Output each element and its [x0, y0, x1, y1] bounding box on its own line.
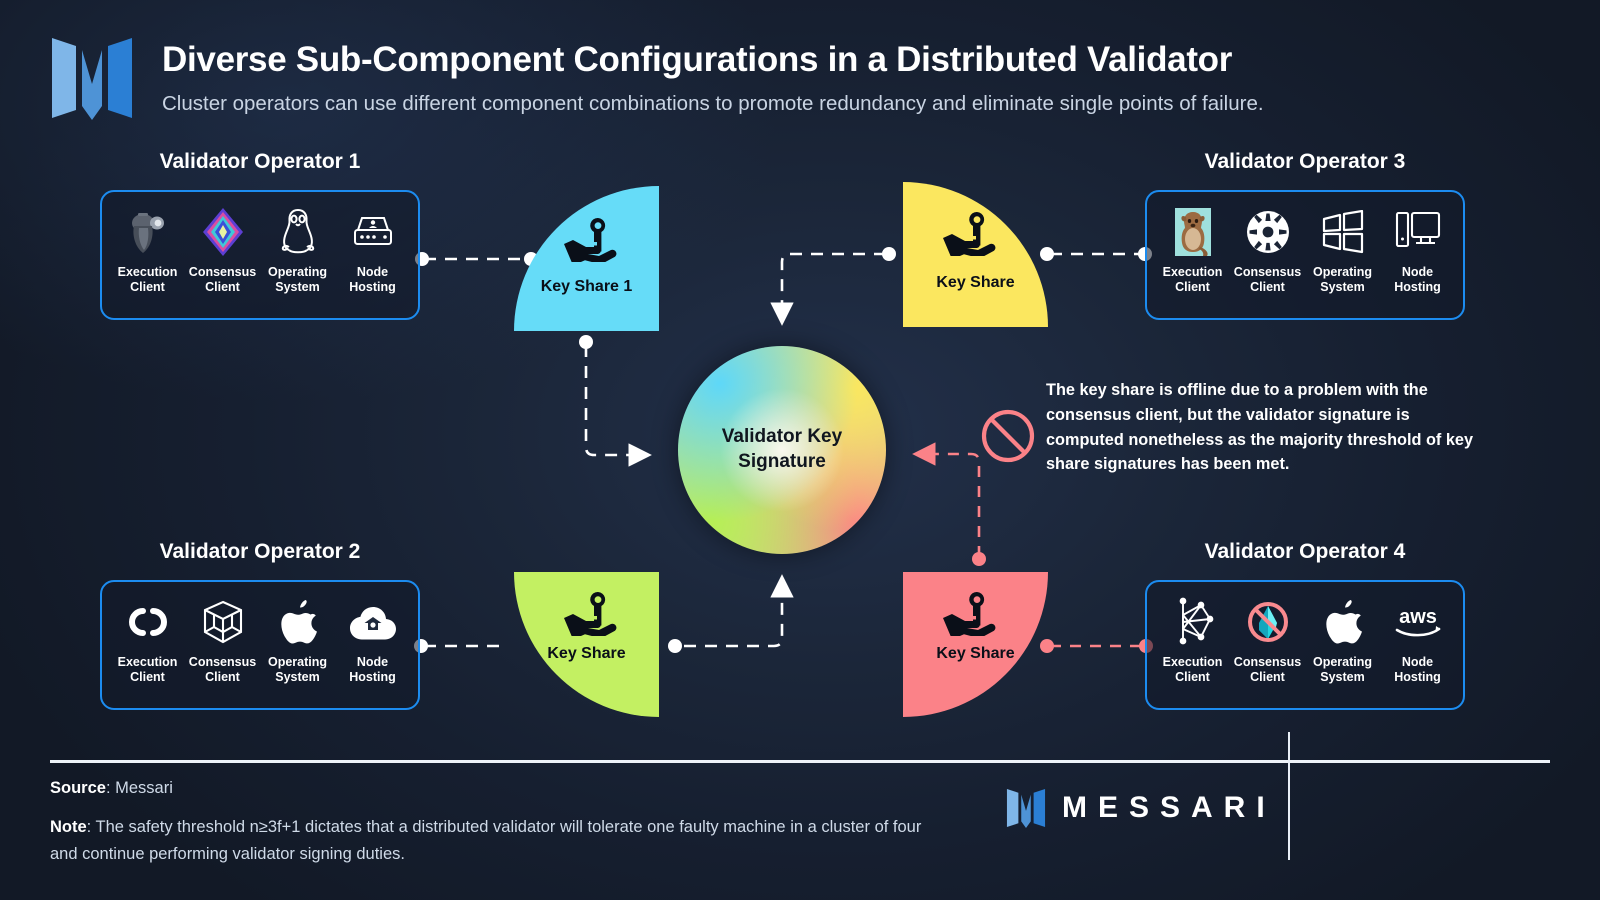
nethermind-execution-client-icon — [123, 596, 173, 648]
prysm-consensus-client-icon — [201, 206, 245, 258]
component-label: Operating System — [267, 265, 328, 294]
besu-execution-client-icon — [1170, 596, 1216, 648]
hand-holding-key-icon — [943, 591, 996, 636]
sphere-label-line2: Signature — [738, 451, 826, 472]
geth-execution-client-icon — [127, 206, 169, 258]
validator-key-signature-sphere: Validator Key Signature — [678, 346, 886, 554]
component-label: Node Hosting — [349, 655, 396, 684]
component-label: Consensus Client — [188, 655, 257, 684]
source-line: Source: Messari — [50, 779, 173, 798]
component-node-hosting[interactable]: aws Node Hosting — [1381, 596, 1455, 685]
component-label: Execution Client — [117, 265, 178, 294]
component-label: Consensus Client — [1233, 265, 1302, 294]
operator-3-title: Validator Operator 3 — [1204, 150, 1406, 173]
messari-logo-icon — [1006, 788, 1046, 828]
key-share-2-label: Key Share — [936, 274, 1015, 291]
component-node-hosting[interactable]: Node Hosting — [336, 596, 410, 685]
google-cloud-icon — [347, 596, 399, 648]
linux-penguin-icon — [277, 206, 319, 258]
desktop-computer-icon — [1394, 206, 1442, 258]
footer-divider — [50, 760, 1550, 763]
component-operating-system[interactable]: Operating System — [1306, 596, 1380, 685]
operator-2-title: Validator Operator 2 — [159, 540, 361, 563]
component-operating-system[interactable]: Operating System — [261, 206, 335, 295]
component-label: Consensus Client — [1233, 655, 1302, 684]
component-node-hosting[interactable]: Node Hosting — [336, 206, 410, 295]
component-label: Operating System — [1312, 655, 1373, 684]
component-label: Execution Client — [1162, 265, 1223, 294]
connector-share2-sphere — [770, 252, 886, 326]
component-operating-system[interactable]: Operating System — [261, 596, 335, 685]
footer-brand: MESSARI — [1006, 786, 1276, 830]
prohibition-no-entry-icon — [981, 409, 1035, 463]
server-rack-icon — [349, 206, 397, 258]
teku-consensus-client-disabled-icon — [1243, 596, 1293, 648]
connector-node — [579, 335, 593, 349]
component-label: Node Hosting — [1394, 655, 1441, 684]
svg-text:aws: aws — [1399, 606, 1437, 628]
sphere-label-line1: Validator Key — [721, 426, 843, 448]
component-execution-client[interactable]: Execution Client — [1156, 206, 1230, 295]
connector-share1-sphere — [584, 345, 652, 467]
key-share-1-label: Key Share 1 — [540, 278, 633, 295]
component-execution-client[interactable]: Execution Client — [111, 596, 185, 685]
operator-1-box[interactable]: Execution Client Consensus Client — [100, 190, 420, 320]
key-share-2[interactable]: Key Share — [903, 182, 1048, 327]
connector-node — [882, 247, 896, 261]
note-label: Note — [50, 818, 87, 836]
page-subtitle: Cluster operators can use different comp… — [162, 92, 1264, 115]
component-node-hosting[interactable]: Node Hosting — [1381, 206, 1455, 295]
note-value: : The safety threshold n≥3f+1 dictates t… — [50, 818, 922, 863]
nimbus-cube-consensus-client-icon — [200, 596, 246, 648]
windows-icon — [1319, 206, 1367, 258]
key-share-3[interactable]: Key Share — [514, 572, 659, 717]
footer-vertical-divider — [1288, 732, 1290, 860]
component-label: Consensus Client — [188, 265, 257, 294]
hand-holding-key-icon — [564, 217, 617, 262]
connector-node — [1040, 247, 1054, 261]
operator-2-box[interactable]: Execution Client Consensus Client — [100, 580, 420, 710]
operator-4-title: Validator Operator 4 — [1204, 540, 1406, 563]
key-share-1[interactable]: Key Share 1 — [514, 186, 659, 331]
lodestar-consensus-client-icon — [1245, 206, 1291, 258]
hand-holding-key-icon — [564, 591, 617, 636]
page-title: Diverse Sub-Component Configurations in … — [162, 40, 1233, 79]
component-label: Node Hosting — [1394, 265, 1441, 294]
note-line: Note: The safety threshold n≥3f+1 dictat… — [50, 814, 930, 867]
component-execution-client[interactable]: Execution Client — [111, 206, 185, 295]
header: Diverse Sub-Component Configurations in … — [50, 28, 1550, 140]
sphere-label: Validator Key Signature — [722, 425, 842, 474]
aws-icon: aws — [1390, 596, 1446, 648]
apple-macos-icon — [1322, 596, 1364, 648]
component-operating-system[interactable]: Operating System — [1306, 206, 1380, 295]
key-share-4[interactable]: Key Share — [903, 572, 1048, 717]
component-label: Execution Client — [1162, 655, 1223, 684]
operator-1-title: Validator Operator 1 — [159, 150, 361, 173]
erigon-otter-icon — [1173, 206, 1213, 258]
connector-share4-sphere-offline — [912, 442, 981, 557]
source-label: Source — [50, 779, 106, 797]
component-label: Operating System — [1312, 265, 1373, 294]
component-execution-client[interactable]: Execution Client — [1156, 596, 1230, 685]
offline-annotation-text: The key share is offline due to a proble… — [1046, 381, 1474, 474]
messari-logo-icon — [52, 38, 132, 120]
operator-3-box[interactable]: Execution Client — [1145, 190, 1465, 320]
component-consensus-client[interactable]: Consensus Client — [186, 596, 260, 685]
footer-brand-text: MESSARI — [1062, 791, 1276, 824]
connector-share3-sphere — [684, 574, 794, 648]
apple-macos-icon — [277, 596, 319, 648]
component-consensus-client[interactable]: Consensus Client — [1231, 596, 1305, 685]
component-consensus-client[interactable]: Consensus Client — [186, 206, 260, 295]
connector-node — [668, 639, 682, 653]
connector-node — [972, 552, 986, 566]
component-label: Operating System — [267, 655, 328, 684]
key-share-4-label: Key Share — [936, 645, 1015, 662]
component-label: Execution Client — [117, 655, 178, 684]
hand-holding-key-icon — [943, 211, 996, 256]
component-consensus-client[interactable]: Consensus Client — [1231, 206, 1305, 295]
key-share-3-label: Key Share — [547, 645, 626, 662]
component-label: Node Hosting — [349, 265, 396, 294]
source-value: : Messari — [105, 779, 173, 797]
operator-4-box[interactable]: Execution Client Consensus Client — [1145, 580, 1465, 710]
